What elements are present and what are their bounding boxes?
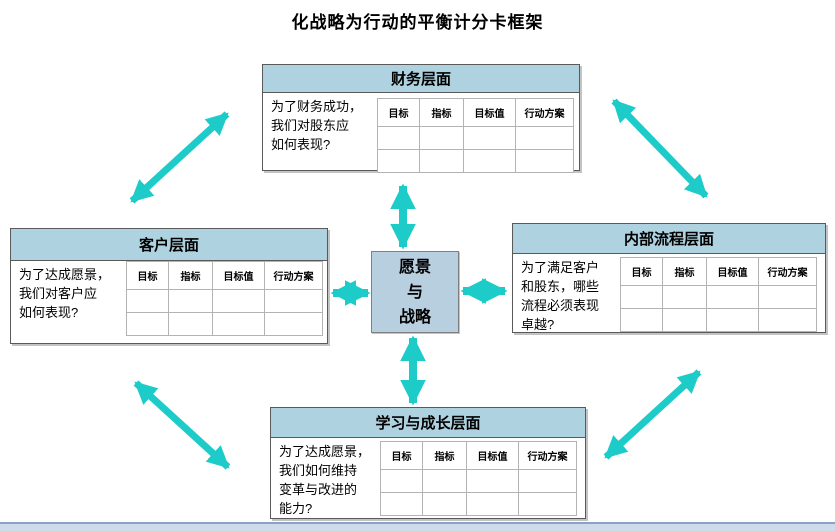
table-header-target: 目标值 xyxy=(212,261,265,290)
page-title: 化战略为行动的平衡计分卡框架 xyxy=(291,13,544,32)
table-header-indicator: 指标 xyxy=(419,98,464,127)
table-header-goal: 目标 xyxy=(380,441,423,470)
panel-customer-question: 为了达成愿景， 我们对客户应 如何表现? xyxy=(19,267,111,320)
table-row xyxy=(380,492,577,516)
panel-internal-process: 内部流程层面 为了满足客户 和股东，哪些 流程必须表现 卓越? 目标 指标 目标… xyxy=(512,223,826,333)
table-header-goal: 目标 xyxy=(126,261,169,290)
double-arrow-customer-learning-icon xyxy=(133,380,231,470)
panel-learning-table: 目标 指标 目标值 行动方案 xyxy=(380,441,577,516)
double-arrow-customer-financial-icon xyxy=(129,111,230,204)
panel-financial-title: 财务层面 xyxy=(263,65,579,93)
table-header-indicator: 指标 xyxy=(422,441,467,470)
panel-internal-table: 目标 指标 目标值 行动方案 xyxy=(620,257,817,332)
panel-learning-growth: 学习与成长层面 为了达成愿景， 我们如何维持 变革与改进的 能力? 目标 指标 … xyxy=(270,407,586,519)
table-header-target: 目标值 xyxy=(706,257,759,286)
table-header-indicator: 指标 xyxy=(662,257,707,286)
table-header-action: 行动方案 xyxy=(515,98,574,127)
center-line: 愿景 xyxy=(398,258,431,276)
panel-internal-question: 为了满足客户 和股东，哪些 流程必须表现 卓越? xyxy=(521,260,600,332)
center-line: 战略 xyxy=(398,308,431,326)
table-row xyxy=(620,285,817,309)
panel-financial-question: 为了财务成功， 我们对股东应 如何表现? xyxy=(271,99,363,152)
panel-customer-title: 客户层面 xyxy=(11,229,327,261)
table-header-action: 行动方案 xyxy=(518,441,577,470)
table-row xyxy=(126,312,323,336)
table-header-goal: 目标 xyxy=(620,257,663,286)
table-header-goal: 目标 xyxy=(377,98,420,127)
table-row xyxy=(377,149,574,173)
footer-bar xyxy=(0,522,835,531)
panel-learning-title: 学习与成长层面 xyxy=(271,408,585,438)
center-vision-strategy-box: 愿景 与 战略 xyxy=(371,251,459,333)
table-row xyxy=(377,126,574,150)
panel-customer-table: 目标 指标 目标值 行动方案 xyxy=(126,261,323,336)
table-header-action: 行动方案 xyxy=(758,257,817,286)
panel-customer: 客户层面 为了达成愿景， 我们对客户应 如何表现? 目标 指标 目标值 行动方案 xyxy=(10,228,328,344)
table-row xyxy=(620,308,817,332)
double-arrow-financial-internal-icon xyxy=(611,98,709,199)
panel-financial: 财务层面 为了财务成功， 我们对股东应 如何表现? 目标 指标 目标值 行动方案 xyxy=(262,64,580,173)
double-arrow-learning-internal-icon xyxy=(603,369,702,460)
table-header-target: 目标值 xyxy=(463,98,516,127)
table-header-indicator: 指标 xyxy=(168,261,213,290)
table-header-action: 行动方案 xyxy=(264,261,323,290)
center-line: 与 xyxy=(406,283,423,301)
table-row xyxy=(380,469,577,493)
table-row xyxy=(126,289,323,313)
panel-internal-title: 内部流程层面 xyxy=(513,224,825,254)
table-header-target: 目标值 xyxy=(466,441,519,470)
panel-financial-table: 目标 指标 目标值 行动方案 xyxy=(377,98,574,173)
panel-learning-question: 为了达成愿景， 我们如何维持 变革与改进的 能力? xyxy=(279,444,371,516)
